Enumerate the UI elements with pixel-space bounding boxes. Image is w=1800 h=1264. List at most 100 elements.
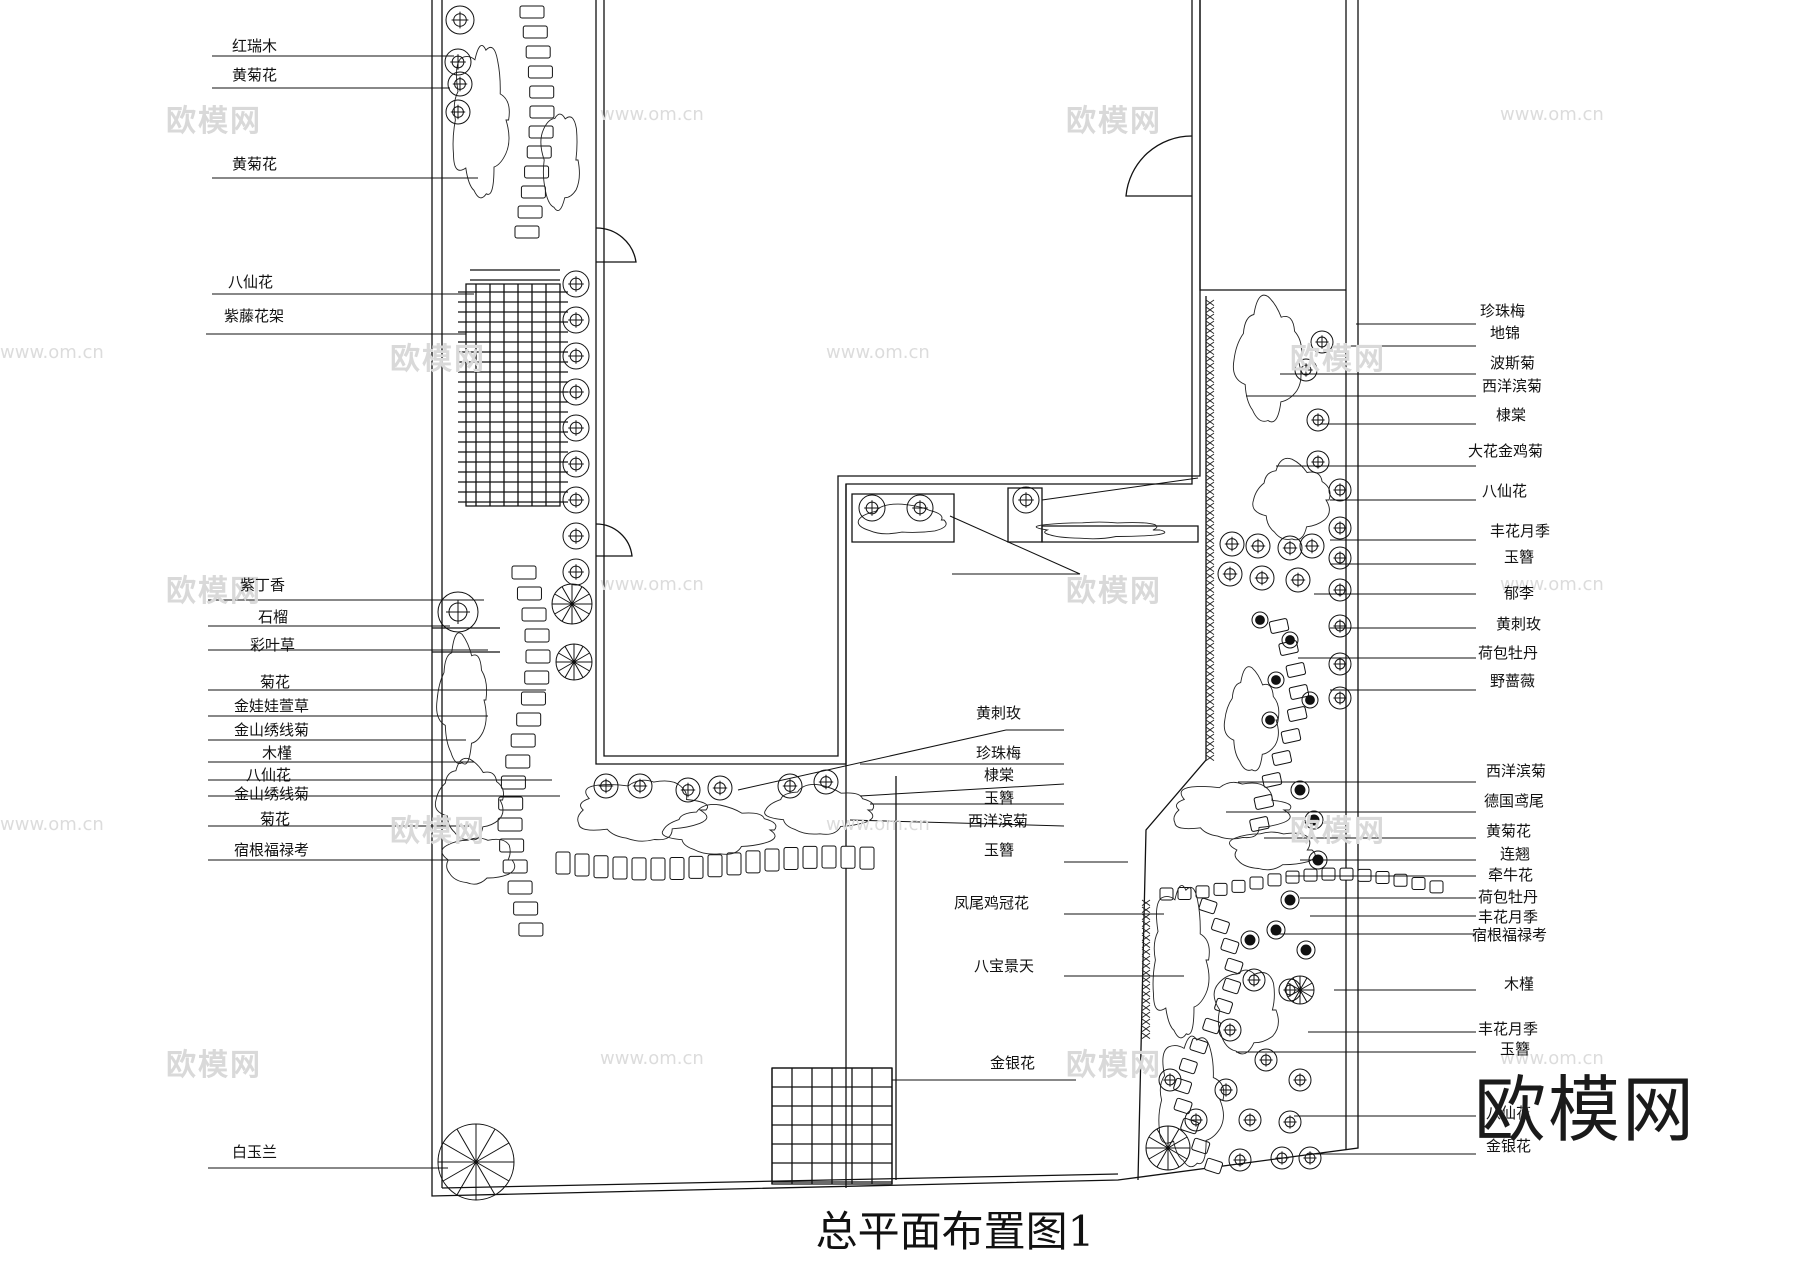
tree-spoke bbox=[457, 1129, 476, 1162]
plant-label-left: 红瑞木 bbox=[232, 37, 278, 55]
stepping-stone bbox=[1262, 772, 1282, 787]
tree-symbol bbox=[708, 776, 732, 800]
watermark-url: www.om.cn bbox=[826, 814, 930, 835]
vine-hatch bbox=[1206, 622, 1214, 628]
tree-symbol bbox=[907, 495, 933, 521]
tree-spoke bbox=[457, 1162, 476, 1195]
stepping-stone bbox=[1232, 880, 1245, 892]
vine-hatch bbox=[1142, 970, 1150, 976]
tree-symbol bbox=[778, 774, 802, 798]
plant-label-left: 金山绣线菊 bbox=[234, 721, 310, 739]
stepping-stone bbox=[1281, 728, 1301, 743]
leader-line bbox=[850, 820, 1064, 826]
stepping-stone bbox=[1286, 871, 1299, 883]
stepping-stone bbox=[523, 26, 547, 38]
tree-symbol bbox=[676, 778, 700, 802]
vine-hatch bbox=[1206, 328, 1214, 334]
plant-label-center: 西洋滨菊 bbox=[968, 812, 1029, 830]
plant-label-left: 金山绣线菊 bbox=[234, 785, 310, 803]
vine-hatch bbox=[1206, 447, 1214, 453]
tree-symbol bbox=[1278, 536, 1302, 560]
stepping-stone bbox=[1287, 706, 1307, 721]
tree-symbol bbox=[1329, 615, 1351, 637]
stepping-stone bbox=[1412, 878, 1425, 890]
tree-symbol bbox=[563, 487, 589, 513]
stepping-stone bbox=[803, 846, 817, 868]
tree-symbol bbox=[1267, 921, 1285, 939]
tree-spoke bbox=[1293, 978, 1300, 990]
tree-spoke bbox=[572, 604, 582, 621]
tree-symbol bbox=[1305, 811, 1323, 829]
tree-symbol bbox=[1220, 532, 1244, 556]
vine-hatch bbox=[1206, 580, 1214, 586]
tree-symbol bbox=[448, 72, 472, 96]
tree-symbol bbox=[1300, 534, 1324, 558]
tree-symbol bbox=[1286, 568, 1310, 592]
shrub-bed bbox=[1214, 970, 1278, 1054]
leader-line bbox=[738, 730, 1006, 790]
tree-spoke bbox=[565, 662, 574, 678]
plant-label-center: 玉簪 bbox=[984, 789, 1015, 807]
vine-hatch bbox=[1206, 699, 1214, 705]
stepping-stone bbox=[527, 146, 551, 158]
stepping-stone bbox=[1249, 816, 1269, 831]
pergola-frame bbox=[466, 284, 560, 506]
vine-hatch bbox=[1206, 405, 1214, 411]
tree-symbol bbox=[438, 592, 478, 632]
tree-spoke bbox=[574, 646, 583, 662]
stepping-stone bbox=[1189, 1038, 1208, 1054]
plant-label-right: 木槿 bbox=[1504, 975, 1535, 993]
leader-line bbox=[1042, 478, 1198, 500]
plant-label-right: 大花金鸡菊 bbox=[1468, 442, 1544, 460]
stepping-stone bbox=[575, 854, 589, 876]
tree-spoke bbox=[574, 653, 590, 662]
tree-symbol bbox=[1159, 1069, 1181, 1091]
stepping-stone bbox=[727, 853, 741, 875]
tree-symbol bbox=[563, 559, 589, 585]
shrub-bed bbox=[1253, 458, 1330, 539]
stepping-stone bbox=[512, 566, 536, 579]
stepping-stone-paths bbox=[498, 6, 1443, 1174]
stepping-stone bbox=[525, 166, 549, 178]
vine-hatch bbox=[1206, 517, 1214, 523]
tree-spoke bbox=[443, 1162, 476, 1181]
shrub-bed bbox=[435, 758, 503, 839]
stepping-stone bbox=[651, 858, 665, 880]
tree-core bbox=[1286, 636, 1295, 645]
tree-symbol bbox=[563, 451, 589, 477]
tree-symbol bbox=[1229, 1149, 1251, 1171]
tree-spoke bbox=[443, 1143, 476, 1162]
vine-hatch bbox=[1142, 1019, 1150, 1025]
stepping-stone bbox=[528, 66, 552, 78]
stepping-stone bbox=[1174, 1098, 1193, 1114]
vine-hatch bbox=[1142, 977, 1150, 983]
tree-symbol bbox=[1268, 672, 1284, 688]
vine-hatch bbox=[1206, 573, 1214, 579]
stepping-stone bbox=[632, 858, 646, 880]
stepping-stone bbox=[511, 734, 535, 747]
plant-label-right: 郁李 bbox=[1504, 584, 1535, 602]
plant-label-left: 八仙花 bbox=[228, 273, 274, 291]
stepping-stone bbox=[530, 86, 554, 98]
tree-core bbox=[1271, 925, 1281, 935]
vine-hatch bbox=[1142, 956, 1150, 962]
stepping-stone bbox=[1214, 883, 1227, 895]
tree-core bbox=[1245, 935, 1255, 945]
vine-hatch bbox=[1206, 419, 1214, 425]
tree-spoke bbox=[572, 587, 582, 604]
vine-hatch bbox=[1206, 685, 1214, 691]
vine-hatch bbox=[1206, 342, 1214, 348]
plant-label-left: 菊花 bbox=[260, 673, 291, 691]
vine-hatch bbox=[1206, 559, 1214, 565]
shrub-bed bbox=[1159, 1036, 1224, 1167]
tree-symbol bbox=[1239, 1109, 1261, 1131]
tree-symbol bbox=[1291, 781, 1309, 799]
stepping-stone bbox=[1220, 938, 1239, 954]
tree-core bbox=[1266, 716, 1275, 725]
stepping-stone bbox=[860, 847, 874, 869]
tree-symbol bbox=[563, 523, 589, 549]
tree-symbol bbox=[1311, 331, 1333, 353]
tree-spoke bbox=[1300, 990, 1312, 997]
vine-hatch bbox=[1206, 615, 1214, 621]
stepping-stone bbox=[1191, 1138, 1210, 1154]
